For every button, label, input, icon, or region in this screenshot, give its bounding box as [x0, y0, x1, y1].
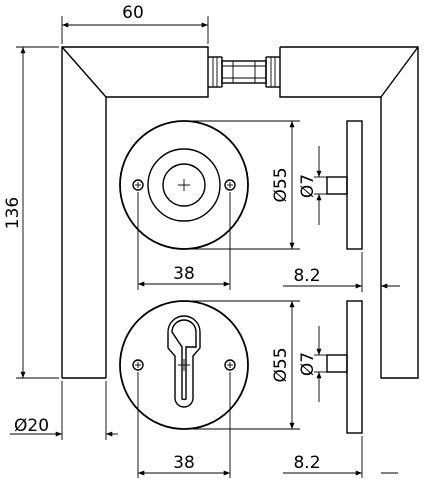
left-handle: [61, 46, 223, 379]
dimension-label-38-bottom: 38: [173, 453, 195, 473]
dimension-label-diameter-7-top: Ø7: [298, 174, 318, 198]
dimension-top-rose-thickness: 8.2: [283, 252, 400, 292]
dimension-handle-width: 60: [61, 3, 209, 44]
bottom-rose-side-view: Ø7: [298, 300, 363, 434]
dimension-label-diameter-55-bottom: Ø55: [271, 347, 291, 382]
dimension-handle-height: 136: [3, 46, 59, 379]
dimension-label-38-top: 38: [173, 264, 195, 284]
dimension-label-8-2-bottom: 8.2: [293, 453, 320, 473]
bottom-rose: [119, 300, 249, 430]
dimension-label-8-2-top: 8.2: [293, 266, 320, 286]
spindle: [221, 60, 267, 84]
top-rose-side-view: Ø7: [298, 120, 363, 250]
dimension-bottom-rose-thickness: 8.2: [283, 436, 398, 478]
dimension-label-diameter-7-bottom: Ø7: [298, 352, 318, 376]
dimension-label-136: 136: [3, 197, 23, 229]
dimension-label-60: 60: [122, 3, 144, 23]
dimension-label-diameter-55-top: Ø55: [271, 167, 291, 202]
dimension-label-diameter-20: Ø20: [14, 416, 49, 436]
dimension-top-screw-spacing: 38: [137, 192, 231, 290]
dimension-top-rose-diameter: Ø55: [186, 120, 300, 250]
dimension-bottom-rose-diameter: Ø55: [186, 300, 300, 430]
right-handle: [265, 46, 419, 379]
top-rose: [119, 120, 249, 250]
dimension-handle-diameter: Ø20: [10, 381, 118, 440]
dimension-bottom-screw-spacing: 38: [137, 372, 231, 478]
